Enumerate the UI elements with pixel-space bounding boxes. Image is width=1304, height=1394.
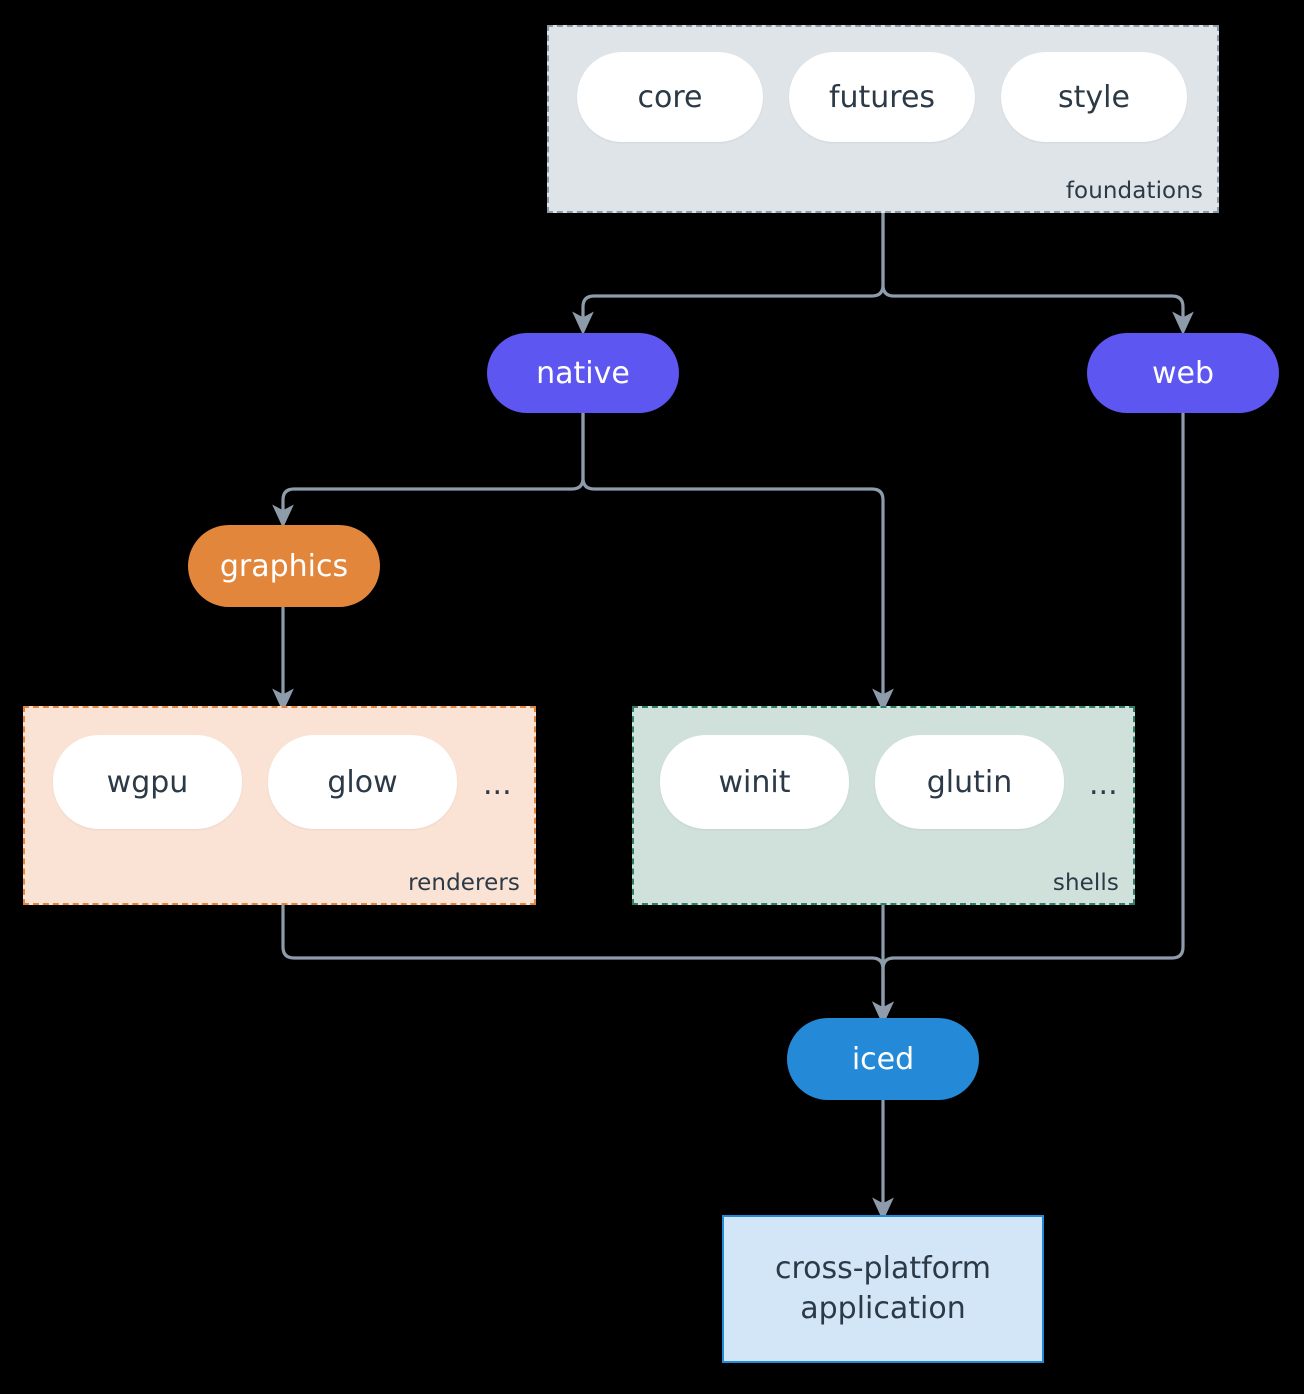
module-wgpu[interactable]: wgpu [53, 735, 242, 829]
node-web[interactable]: web [1087, 333, 1279, 413]
node-iced[interactable]: iced [787, 1018, 979, 1100]
node-application-label-line1: cross-platform [774, 1250, 992, 1286]
group-foundations-label: foundations [1065, 178, 1203, 204]
module-style[interactable]: style [1001, 52, 1187, 142]
shells-more-ellipsis: ... [1089, 767, 1118, 802]
edge-native-graphics [272, 413, 585, 529]
edge-foundations-native [572, 213, 885, 336]
group-shells: winit glutin ... shells [632, 706, 1135, 905]
node-graphics[interactable]: graphics [188, 525, 380, 607]
node-native-label: native [536, 355, 630, 391]
group-renderers-label: renderers [408, 870, 520, 896]
node-application-label-line2: application [800, 1291, 966, 1326]
renderers-more-ellipsis: ... [483, 767, 512, 802]
group-foundations: core futures style foundations [547, 25, 1219, 213]
group-renderers: wgpu glow ... renderers [23, 706, 536, 905]
module-core[interactable]: core [577, 52, 763, 142]
module-glutin-label: glutin [926, 764, 1013, 800]
module-winit[interactable]: winit [660, 735, 849, 829]
module-core-label: core [637, 79, 703, 115]
node-iced-label: iced [851, 1041, 915, 1077]
module-glow[interactable]: glow [268, 735, 457, 829]
module-futures-label: futures [828, 79, 936, 115]
edge-native-shells [581, 413, 894, 713]
node-native[interactable]: native [487, 333, 679, 413]
module-futures[interactable]: futures [789, 52, 975, 142]
module-glow-label: glow [327, 764, 398, 800]
module-glutin[interactable]: glutin [875, 735, 1064, 829]
module-wgpu-label: wgpu [106, 764, 189, 800]
node-application[interactable]: cross-platform application [722, 1215, 1044, 1363]
module-style-label: style [1058, 79, 1130, 115]
module-winit-label: winit [718, 764, 791, 800]
group-shells-label: shells [1052, 870, 1119, 896]
edge-renderers-iced [281, 905, 894, 1026]
node-graphics-label: graphics [219, 548, 349, 584]
node-web-label: web [1151, 355, 1215, 391]
edge-foundations-web [881, 213, 1194, 336]
